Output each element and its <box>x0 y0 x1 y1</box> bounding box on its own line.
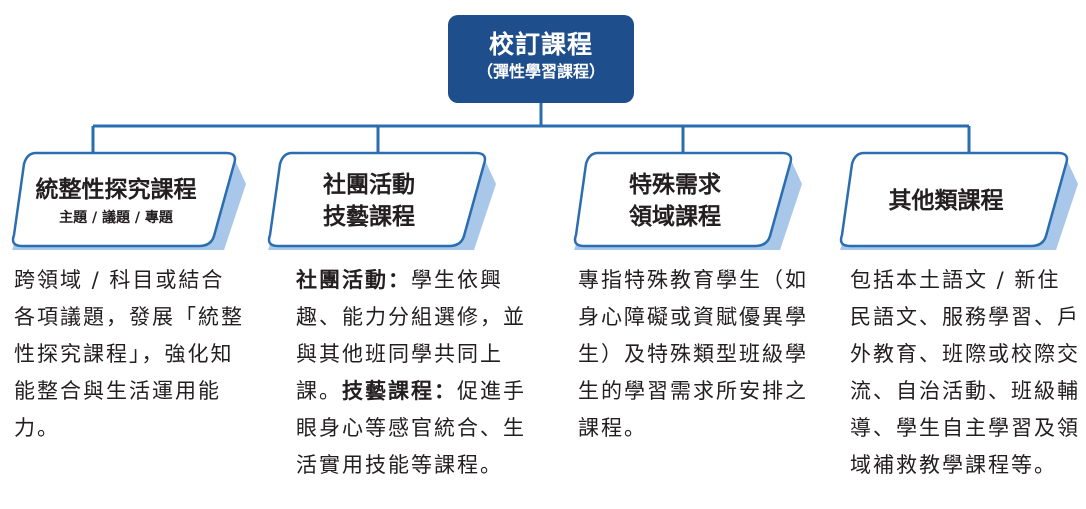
category-title-line1: 社團活動 <box>323 172 415 198</box>
category-title-line1: 特殊需求 <box>629 172 721 198</box>
text-club: 學生依興趣、能力分組選修，並與其他班同學共同上課。 <box>296 268 526 403</box>
category-special-needs: 特殊需求 領域課程 <box>570 150 804 252</box>
category-box-shape <box>839 151 1078 250</box>
description-club-vocational: 社團活動：學生依興趣、能力分組選修，並與其他班同學共同上課。技藝課程：促進手眼身… <box>296 262 528 484</box>
term-vocational: 技藝課程： <box>342 379 457 403</box>
category-integrated-inquiry: 統整性探究課程 主題 / 議題 / 專題 <box>8 150 248 252</box>
category-other: 其他類課程 <box>836 150 1080 252</box>
description-special-needs: 專指特殊教育學生（如身心障礙或資賦優異學生）及特殊類型班級學生的學習需求所安排之… <box>578 268 808 440</box>
category-title-line2: 領域課程 <box>629 204 721 230</box>
description-other: 包括本土語文 / 新住民語文、服務學習、戶外教育、班際或校際交流、自治活動、班級… <box>850 268 1080 477</box>
root-node-school-curriculum: 校訂課程 （彈性學習課程） <box>448 15 634 103</box>
term-club: 社團活動： <box>296 268 411 292</box>
category-title: 其他類課程 <box>888 188 1004 214</box>
category-box-shape <box>573 151 802 250</box>
root-subtitle: （彈性學習課程） <box>476 62 605 81</box>
description-integrated: 跨領域 / 科目或結合各項議題，發展「統整性探究課程」，強化知能整合與生活運用能… <box>14 268 244 440</box>
category-club-vocational: 社團活動 技藝課程 <box>264 150 498 252</box>
category-label: 統整性探究課程 主題 / 議題 / 專題 <box>14 150 218 252</box>
category-box-shape <box>267 151 496 250</box>
category-label: 特殊需求 領域課程 <box>576 150 774 252</box>
category-box-shape <box>11 151 246 250</box>
category-label: 其他類課程 <box>842 150 1050 252</box>
category-subtitle: 主題 / 議題 / 專題 <box>59 210 173 226</box>
category-title-line2: 技藝課程 <box>323 204 415 230</box>
root-title: 校訂課程 <box>488 30 593 59</box>
category-title: 統整性探究課程 <box>35 177 197 203</box>
category-label: 社團活動 技藝課程 <box>270 150 468 252</box>
text-vocational: 促進手眼身心等感官統合、生活實用技能等課程。 <box>296 379 526 477</box>
